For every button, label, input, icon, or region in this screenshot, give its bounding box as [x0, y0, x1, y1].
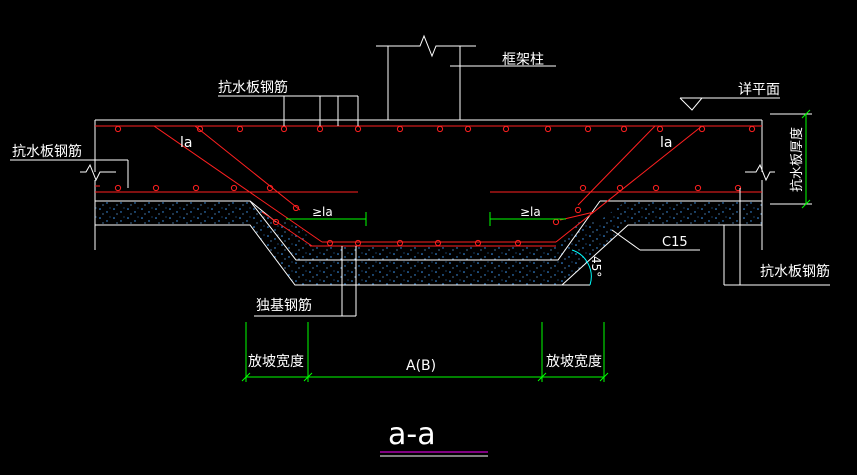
- rebar-lines: [95, 125, 762, 247]
- slab-rebar-left-label: 抗水板钢筋: [12, 143, 82, 160]
- see-plan-label: 详平面: [738, 82, 780, 98]
- slab-outline: [80, 119, 775, 261]
- anchor-bottom-right-label: ≥la: [520, 205, 541, 219]
- slope-width-left-label: 放坡宽度: [248, 353, 304, 370]
- footing-rebar-label: 独基钢筋: [256, 297, 312, 314]
- dimension-lines: [241, 109, 811, 382]
- angle-arc: [571, 249, 592, 286]
- angle-label: 45°: [589, 256, 603, 277]
- frame-column-label: 框架柱: [502, 52, 544, 68]
- anchor-right-label: la: [660, 135, 672, 151]
- ab-dimension-label: A(B): [406, 358, 436, 374]
- rebar-dots: [114, 125, 756, 247]
- leader-lines: [10, 65, 830, 317]
- slab-rebar-right-label: 抗水板钢筋: [760, 263, 830, 280]
- section-title: a-a: [388, 417, 436, 452]
- frame-column: [376, 34, 476, 120]
- slab-thickness-label: 抗水板厚度: [789, 127, 805, 192]
- slab-rebar-top-label: 抗水板钢筋: [218, 79, 288, 96]
- concrete-label: C15: [662, 235, 688, 250]
- anchor-bottom-left-label: ≥la: [312, 205, 333, 219]
- anchor-left-label: la: [180, 135, 192, 151]
- slope-width-right-label: 放坡宽度: [546, 353, 602, 370]
